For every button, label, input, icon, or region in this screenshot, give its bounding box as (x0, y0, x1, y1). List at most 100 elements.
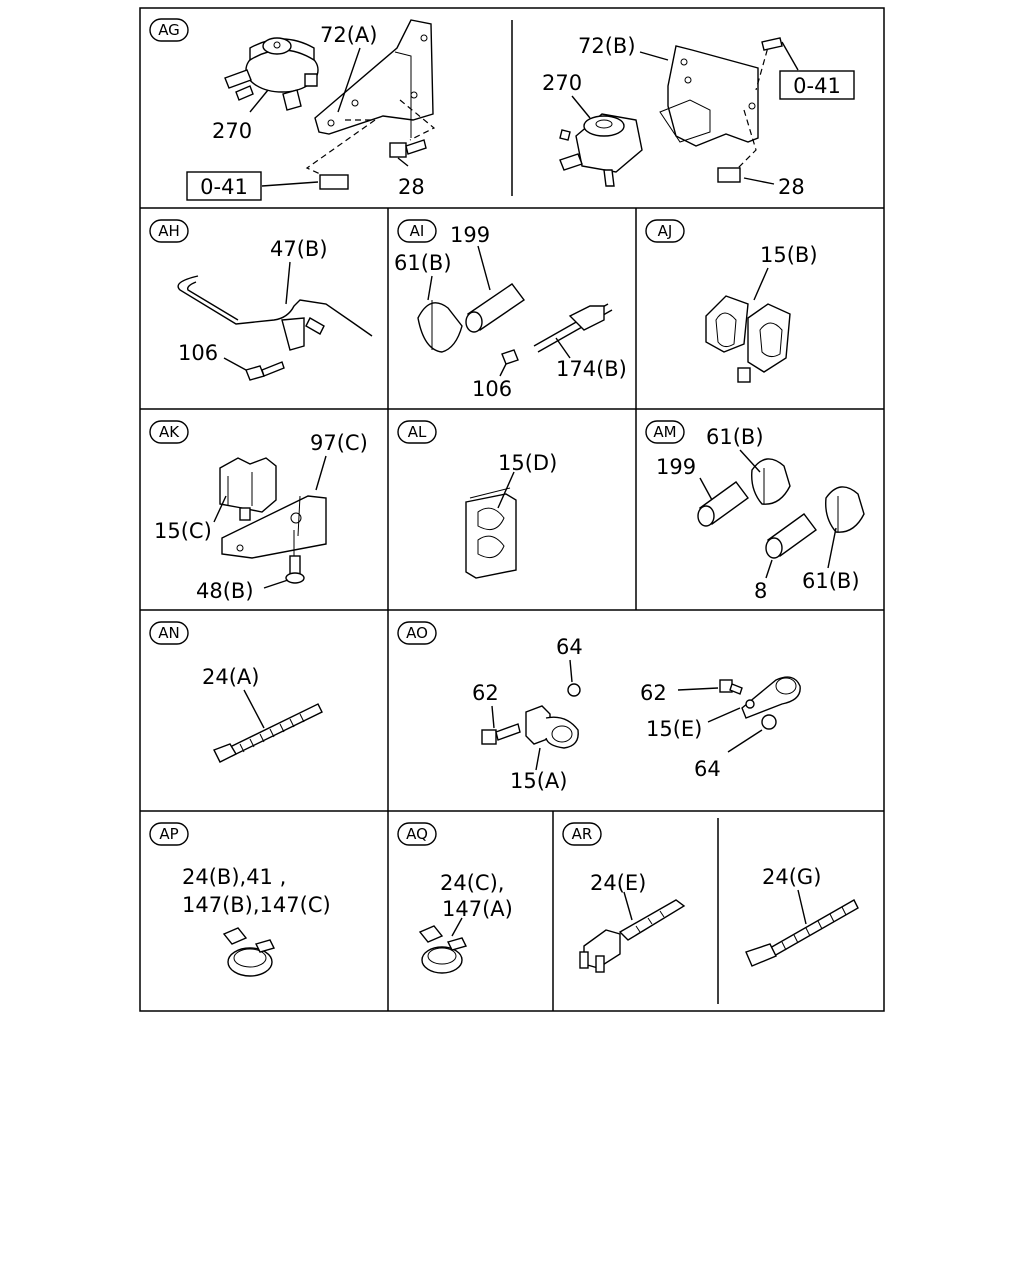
callout-label: 24(C), (440, 871, 504, 895)
panel-code-badge: AP (149, 822, 189, 846)
panel-code: AP (159, 825, 178, 843)
pressure-regulator-illustration (224, 37, 319, 111)
panel-code-badge: AG (149, 18, 189, 42)
stud-illustration (501, 303, 613, 365)
panel-aj: AJ 15(B) (645, 219, 818, 383)
callout-label: 64 (694, 757, 721, 781)
panel-an: AN 24(A) (149, 621, 323, 763)
cable-tie-illustration (213, 703, 323, 763)
bolt-illustration (717, 37, 783, 183)
panel-code: AR (572, 825, 593, 843)
callout-label: 174(B) (556, 357, 627, 381)
callout-label: 24(G) (762, 865, 821, 889)
callout-label: 8 (754, 579, 767, 603)
panel-code: AH (158, 222, 180, 240)
callout-label: 61(B) (394, 251, 452, 275)
panel-ag-variant: 72(B) 270 28 0-41 (542, 34, 855, 199)
hose-clamp-illustration (222, 927, 276, 977)
panel-am: AM 61(B) 199 8 61(B) (645, 420, 865, 603)
panel-code-badge: AL (397, 420, 437, 444)
panel-ah: AH 47(B) 106 (149, 219, 373, 381)
reference-code: 0-41 (793, 74, 841, 98)
callout-label: 72(A) (320, 23, 377, 47)
clip-illustration (465, 487, 517, 579)
callout-label: 106 (178, 341, 218, 365)
bolt-illustration (719, 679, 777, 730)
callout-label: 72(B) (578, 34, 636, 58)
callout-label: 28 (778, 175, 805, 199)
clip-illustration (525, 705, 579, 749)
panel-code: AL (408, 423, 427, 441)
bracket-illustration (659, 45, 759, 147)
panel-code: AG (158, 21, 180, 39)
panel-code-badge: AK (149, 420, 189, 444)
panel-code-badge: AN (149, 621, 189, 645)
callout-label: 270 (212, 119, 252, 143)
panel-ao: AO 64 62 15(A) 62 15( (397, 621, 801, 793)
callout-label: 15(A) (510, 769, 567, 793)
panel-code-badge: AM (645, 420, 685, 444)
callout-label: 28 (398, 175, 425, 199)
panel-code-badge: AI (397, 219, 437, 243)
panel-ag: AG (149, 18, 436, 201)
callout-label: 62 (640, 681, 667, 705)
panel-code: AO (406, 624, 428, 642)
panel-grid (139, 7, 885, 1012)
cable-clip-illustration (579, 899, 686, 973)
callout-label: 62 (472, 681, 499, 705)
reference-code: 0-41 (200, 175, 248, 199)
bolt-illustration (481, 683, 581, 745)
panel-ar: AR 24(E) (562, 822, 686, 973)
sleeve-illustration (465, 283, 525, 333)
cable-tie-illustration (745, 899, 859, 967)
sleeve-illustration (697, 481, 749, 527)
bolt-illustration (319, 139, 427, 190)
callout-label: 97(C) (310, 431, 368, 455)
panel-code: AI (410, 222, 425, 240)
clip-illustration (741, 676, 801, 719)
panel-ai: AI 199 61(B) 106 174(B) (394, 219, 627, 401)
clip-illustration (705, 295, 791, 383)
sleeve-illustration (765, 513, 817, 559)
reference-box: 0-41 (186, 171, 262, 201)
panel-code-badge: AR (562, 822, 602, 846)
callout-label: 199 (450, 223, 490, 247)
clip-illustration (417, 300, 463, 353)
bracket-illustration (314, 19, 434, 138)
panel-code-badge: AO (397, 621, 437, 645)
callout-label: 48(B) (196, 579, 254, 603)
panel-code-badge: AH (149, 219, 189, 243)
reference-box: 0-41 (779, 70, 855, 100)
callout-label: 15(C) (154, 519, 212, 543)
clip-illustration (751, 458, 791, 505)
panel-code: AM (653, 423, 676, 441)
callout-label: 15(B) (760, 243, 818, 267)
callout-label: 61(B) (802, 569, 860, 593)
callout-label: 106 (472, 377, 512, 401)
bracket-illustration (221, 495, 327, 559)
callout-label: 270 (542, 71, 582, 95)
pipe-illustration (177, 275, 373, 351)
panel-code: AK (159, 423, 180, 441)
bolt-illustration (285, 555, 305, 584)
panel-al: AL 15(D) (397, 420, 557, 579)
panel-code-badge: AJ (645, 219, 685, 243)
panel-code-badge: AQ (397, 822, 437, 846)
pressure-regulator-illustration (559, 113, 643, 187)
clip-illustration (219, 457, 277, 521)
panel-ap: AP 24(B),41 , 147(B),147(C) (149, 822, 331, 977)
panel-code: AQ (406, 825, 428, 843)
callout-label: 64 (556, 635, 583, 659)
panel-code: AJ (658, 222, 673, 240)
hose-clamp-illustration (418, 925, 468, 974)
callout-label: 47(B) (270, 237, 328, 261)
callout-label: 147(B),147(C) (182, 893, 331, 917)
callout-label: 199 (656, 455, 696, 479)
callout-label: 61(B) (706, 425, 764, 449)
bolt-illustration (245, 361, 285, 381)
panel-ar-variant: 24(G) (745, 865, 859, 967)
callout-label: 24(E) (590, 871, 646, 895)
callout-label: 15(D) (498, 451, 557, 475)
callout-label: 24(A) (202, 665, 259, 689)
